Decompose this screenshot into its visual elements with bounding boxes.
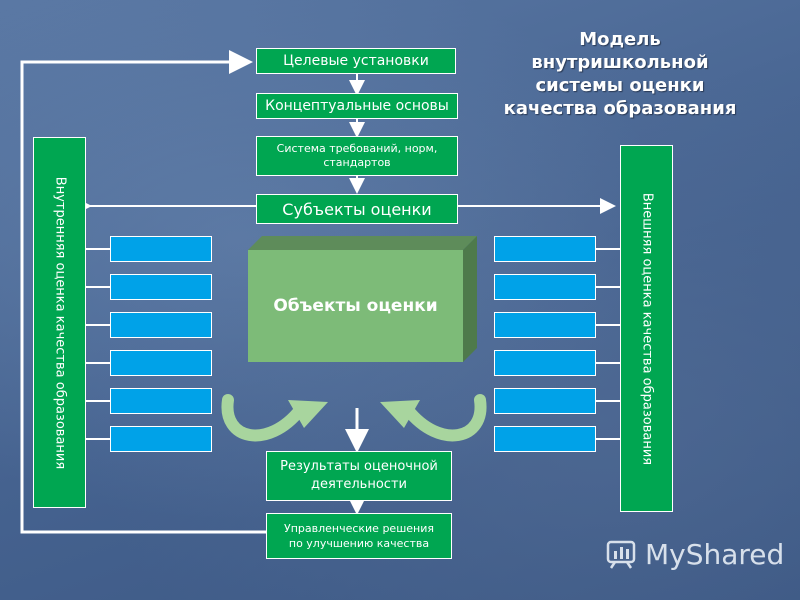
myshared-watermark[interactable]: MyShared bbox=[605, 534, 784, 574]
goals-box[interactable]: Целевые установки bbox=[256, 48, 456, 74]
left-item-box[interactable] bbox=[110, 426, 212, 452]
right-item-box[interactable] bbox=[494, 388, 596, 414]
right-connectors bbox=[596, 248, 620, 440]
left-connectors bbox=[86, 248, 110, 440]
diagram-title: Модель внутришкольной системы оценки кач… bbox=[500, 28, 740, 120]
left-item-box[interactable] bbox=[110, 388, 212, 414]
requirements-line-1: Система требований, норм, bbox=[276, 142, 438, 155]
internal-assessment-panel[interactable]: Внутренняя оценка качества образования bbox=[33, 137, 86, 508]
right-item-box[interactable] bbox=[494, 312, 596, 338]
subjects-box[interactable]: Субъекты оценки bbox=[256, 194, 458, 224]
external-assessment-panel[interactable]: Внешняя оценка качества образования bbox=[620, 145, 673, 512]
results-line-1: Результаты оценочной bbox=[280, 459, 438, 474]
watermark-text: MyShared bbox=[645, 537, 785, 571]
results-line-2: деятельности bbox=[311, 477, 407, 492]
decisions-box[interactable]: Управленческие решения по улучшению каче… bbox=[266, 513, 452, 559]
left-item-box[interactable] bbox=[110, 312, 212, 338]
concepts-label: Концептуальные основы bbox=[265, 98, 449, 114]
right-item-box[interactable] bbox=[494, 426, 596, 452]
title-line-1: Модель bbox=[579, 29, 661, 50]
objects-cube bbox=[248, 236, 477, 362]
title-line-3: системы оценки bbox=[535, 75, 705, 96]
curved-arrow-icon bbox=[221, 394, 328, 442]
title-line-4: качества образования bbox=[503, 98, 737, 119]
internal-assessment-label: Внутренняя оценка качества образования bbox=[52, 176, 67, 469]
external-assessment-label: Внешняя оценка качества образования bbox=[639, 192, 654, 465]
decisions-line-1: Управленческие решения bbox=[283, 522, 434, 535]
right-item-box[interactable] bbox=[494, 236, 596, 262]
title-line-2: внутришкольной bbox=[531, 52, 709, 73]
subjects-label: Субъекты оценки bbox=[282, 199, 432, 219]
requirements-box[interactable]: Система требований, норм, стандартов bbox=[256, 136, 458, 176]
left-item-box[interactable] bbox=[110, 274, 212, 300]
decisions-line-2: по улучшению качества bbox=[288, 537, 430, 550]
requirements-line-2: стандартов bbox=[323, 156, 391, 169]
concepts-box[interactable]: Концептуальные основы bbox=[256, 93, 458, 119]
right-item-box[interactable] bbox=[494, 274, 596, 300]
results-box[interactable]: Результаты оценочной деятельности bbox=[266, 451, 452, 501]
left-item-box[interactable] bbox=[110, 236, 212, 262]
curved-arrow-icon-right bbox=[380, 394, 487, 442]
objects-label: Объекты оценки bbox=[273, 296, 438, 316]
left-item-box[interactable] bbox=[110, 350, 212, 376]
feedback-loop-line bbox=[20, 50, 266, 534]
right-item-box[interactable] bbox=[494, 350, 596, 376]
myshared-logo-icon bbox=[606, 540, 636, 569]
goals-label: Целевые установки bbox=[283, 53, 429, 69]
